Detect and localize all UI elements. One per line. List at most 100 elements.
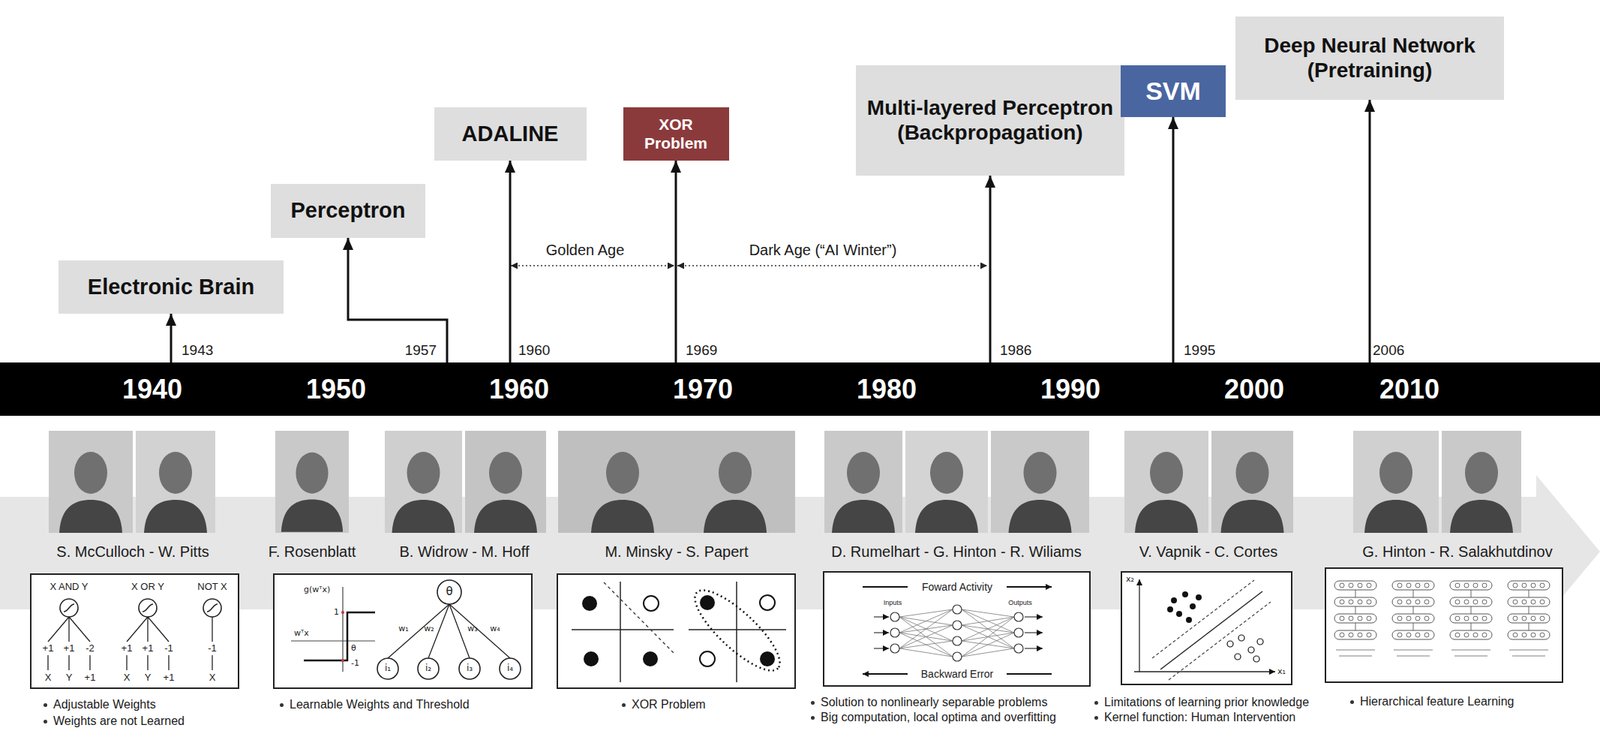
xor-figure [735,581,738,682]
bullet-dot [1094,715,1099,720]
backprop-figure [899,609,1015,657]
perceptron-figure [459,657,481,679]
timeline-arrow [348,237,448,363]
era-label: Dark Age (“AI Winter”) [749,241,898,259]
figure-label: g(wᵀx) [303,585,331,595]
backprop-figure [1024,647,1043,649]
logic-neuron-figure [203,598,222,617]
perceptron-figure [387,603,511,658]
decade-label: 1970 [672,374,733,405]
timeline-arrow [1368,99,1372,363]
decade-label: 1990 [1040,374,1101,405]
milestone-box: Multi-layered Perceptron (Backpropagatio… [855,65,1125,176]
figure-label: -1 [164,642,174,655]
svm-figure [1182,591,1189,598]
milestone-title: Electronic Brain [87,274,255,300]
figure-label: i₂ [425,663,432,674]
milestone-title: XOR Problem [638,115,714,152]
xor-figure [619,581,622,682]
portrait-photo [824,430,903,533]
figure-label: w₃ [467,624,478,634]
bullet-dot [810,715,815,720]
figure-label: 1 [333,607,340,618]
logic-neuron-figure [63,603,75,612]
svm-figure [1176,610,1183,617]
portrait-photo [135,430,216,533]
era-span-arrow [510,265,988,267]
person-name: V. Vapnik - C. Cortes [1139,543,1279,561]
backprop-figure [952,636,962,646]
portrait-photo [831,451,895,533]
figure-label: Foward Activity [921,580,993,593]
perceptron-figure [341,658,345,662]
svm-figure [1253,655,1260,662]
milestone-title: SVM [1145,76,1201,106]
bullet-note: Learnable Weights and Threshold [289,697,470,712]
xor-figure [684,579,791,682]
portrait-photo [1124,430,1209,533]
timeline-arrow [170,313,173,363]
bullet-note: Weights are not Learned [53,714,185,728]
backprop-figure [1014,643,1024,653]
era-span-arrow [510,264,675,267]
bullet-note: Kernel function: Human Intervention [1104,710,1296,724]
figure-label: X [45,672,52,684]
person-name: D. Rumelhart - G. Hinton - R. Wiliams [831,543,1081,561]
portrait-photo [465,430,547,533]
backprop-figure [1014,612,1024,622]
timeline-arrow [989,175,992,363]
person-name: G. Hinton - R. Salakhutdinov [1362,543,1552,561]
bullet-note: Hierarchical feature Learning [1359,694,1514,709]
portrait-photo [1211,430,1294,533]
deep-network-figure [1392,580,1435,656]
decade-label: 2000 [1224,374,1285,405]
backprop-figure [873,647,889,649]
timeline-arrow [509,160,512,363]
figure-label: X [123,672,131,684]
svm-figure [1167,591,1202,623]
figure-label: w₄ [489,624,500,634]
decade-label: 1960 [489,374,550,405]
milestone-title: ADALINE [462,121,559,147]
portrait-photo [591,451,655,533]
svm-figure [1227,640,1234,647]
svm-figure [1257,638,1264,645]
perceptron-figure [273,573,532,688]
backprop-figure [873,631,889,633]
svm-figure [1152,579,1255,658]
svm-figure [1168,601,1271,680]
bullet-note: Solution to nonlinearly separable proble… [820,695,1048,709]
portrait-photo [1441,430,1522,533]
milestone-box: Electronic Brain [58,260,284,314]
figure-label: i₁ [384,663,391,674]
milestone-title: Perceptron [290,198,406,223]
logic-neuron-figure [48,616,213,670]
milestone-title: Multi-layered Perceptron (Backpropagatio… [866,96,1114,145]
figure-label: i₄ [507,663,514,674]
svm-figure [1121,571,1292,685]
figure-label: -1 [351,658,360,669]
xor-figure [557,573,796,688]
svm-figure [1189,603,1196,610]
year-label: 1960 [518,342,550,359]
portrait-photo [915,451,979,533]
decade-label: 1950 [306,374,367,405]
portrait-photo [392,451,456,533]
portrait-photo [558,430,796,533]
backprop-figure [890,604,1024,661]
figure-label: θ [351,643,357,654]
figure-label: -2 [85,642,95,655]
portrait-photo [1008,451,1072,533]
svm-figure [1170,597,1177,604]
backprop-figure [1024,615,1043,617]
year-label: 1995 [1183,342,1216,359]
backprop-figure [1014,627,1024,637]
logic-neuron-figure [30,573,239,688]
milestone-title: Deep Neural Network (Pretraining) [1245,33,1494,82]
figure-label: X AND Y [49,581,88,593]
logic-neuron-figure [142,603,154,612]
milestone-box: ADALINE [434,107,587,161]
milestone-box: SVM [1120,65,1226,118]
portrait-photo [384,430,463,533]
